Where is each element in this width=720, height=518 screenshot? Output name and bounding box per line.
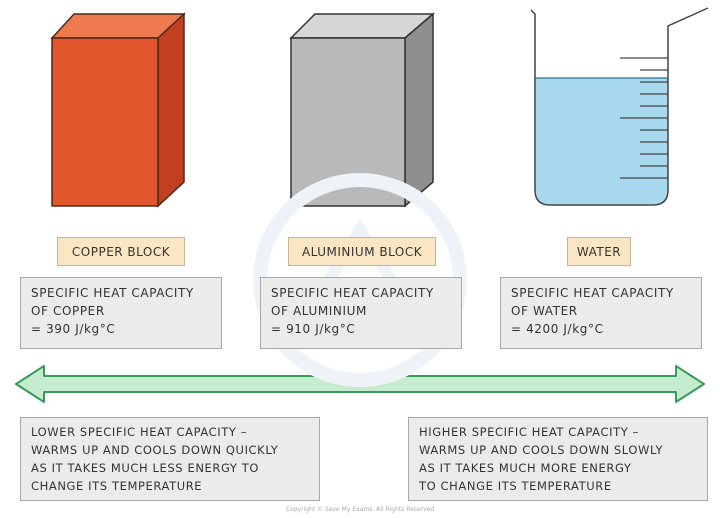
aluminium-block-label: ALUMINIUM BLOCK (288, 237, 436, 266)
copper-info-line3: = 390 J/kg°C (31, 322, 116, 336)
copper-block-label: COPPER BLOCK (57, 237, 185, 266)
water-info-box: SPECIFIC HEAT CAPACITY OF WATER = 4200 J… (500, 277, 702, 349)
water (535, 78, 668, 205)
water-beaker (530, 7, 709, 206)
aluminium-info-line2: OF ALUMINIUM (271, 304, 367, 318)
water-info-line2: OF WATER (511, 304, 578, 318)
copyright-text: Copyright © Save My Exams. All Rights Re… (285, 506, 435, 513)
copper-block-side (157, 12, 185, 208)
water-label-text: WATER (576, 244, 622, 259)
lower-capacity-box: LOWER SPECIFIC HEAT CAPACITY – WARMS UP … (20, 417, 320, 501)
higher-line4: TO CHANGE ITS TEMPERATURE (419, 479, 612, 493)
lower-line1: LOWER SPECIFIC HEAT CAPACITY – (31, 425, 248, 439)
aluminium-info-line1: SPECIFIC HEAT CAPACITY (271, 286, 434, 300)
water-info-line1: SPECIFIC HEAT CAPACITY (511, 286, 674, 300)
higher-line1: HIGHER SPECIFIC HEAT CAPACITY – (419, 425, 639, 439)
higher-capacity-box: HIGHER SPECIFIC HEAT CAPACITY – WARMS UP… (408, 417, 708, 501)
higher-line3: AS IT TAKES MUCH MORE ENERGY (419, 461, 632, 475)
beaker-outline (530, 7, 709, 206)
lower-line3: AS IT TAKES MUCH LESS ENERGY TO (31, 461, 260, 475)
aluminium-info-line3: = 910 J/kg°C (271, 322, 356, 336)
lower-line2: WARMS UP AND COOLS DOWN QUICKLY (31, 443, 279, 457)
copper-info-line2: OF COPPER (31, 304, 105, 318)
water-info-line3: = 4200 J/kg°C (511, 322, 604, 336)
copper-info-line1: SPECIFIC HEAT CAPACITY (31, 286, 194, 300)
aluminium-block (289, 12, 436, 208)
copper-block (50, 12, 186, 208)
higher-line2: WARMS UP AND COOLS DOWN SLOWLY (419, 443, 664, 457)
copper-block-label-text: COPPER BLOCK (71, 244, 171, 259)
aluminium-info-box: SPECIFIC HEAT CAPACITY OF ALUMINIUM = 91… (260, 277, 462, 349)
copper-block-front (51, 37, 159, 207)
lower-line4: CHANGE ITS TEMPERATURE (31, 479, 203, 493)
aluminium-block-label-text: ALUMINIUM BLOCK (301, 244, 423, 259)
beaker-graduations (620, 57, 668, 179)
copper-info-box: SPECIFIC HEAT CAPACITY OF COPPER = 390 J… (20, 277, 222, 349)
water-label: WATER (567, 237, 631, 266)
